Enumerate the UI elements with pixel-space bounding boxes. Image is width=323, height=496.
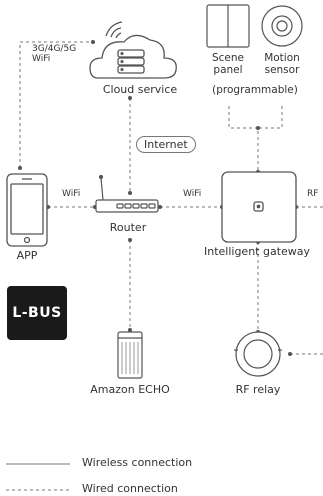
sensor-gateway-link [258,106,283,129]
echo-label: Amazon ECHO [90,383,170,396]
router-icon [95,174,159,213]
rf-relay-label: RF relay [235,383,281,396]
app-label: APP [16,249,38,262]
motion-sensor-icon [261,5,303,47]
lbus-logo-text: L-BUS [12,305,62,321]
mobile-link-label: 3G/4G/5G WiFi [32,44,77,65]
lbus-logo: L-BUS [7,286,67,340]
echo-icon [117,331,143,379]
scene-panel-icon [206,4,250,48]
internet-badge: Internet [136,136,196,153]
scene-panel-label: Scene panel [211,52,245,77]
mobile-link [19,41,93,168]
gateway-label: Intelligent gateway [203,245,311,258]
router-gateway-link-label: WiFi [183,189,202,199]
gateway-icon [221,171,297,243]
legend-wired-label: Wired connection [82,482,178,495]
motion-sensor-label: Motion sensor [264,52,300,77]
router-label: Router [109,221,147,234]
phone-icon [6,173,48,247]
app-router-link-label: WiFi [62,189,81,199]
cloud-icon [89,21,177,79]
programmable-label: (programmable) [212,84,298,96]
legend-wireless-label: Wireless connection [82,456,193,469]
cloud-service-label: Cloud service [102,83,178,96]
rf-relay-icon [234,331,282,377]
gateway-rf-link-label: RF [307,189,319,199]
panel-gateway-link [228,106,259,172]
